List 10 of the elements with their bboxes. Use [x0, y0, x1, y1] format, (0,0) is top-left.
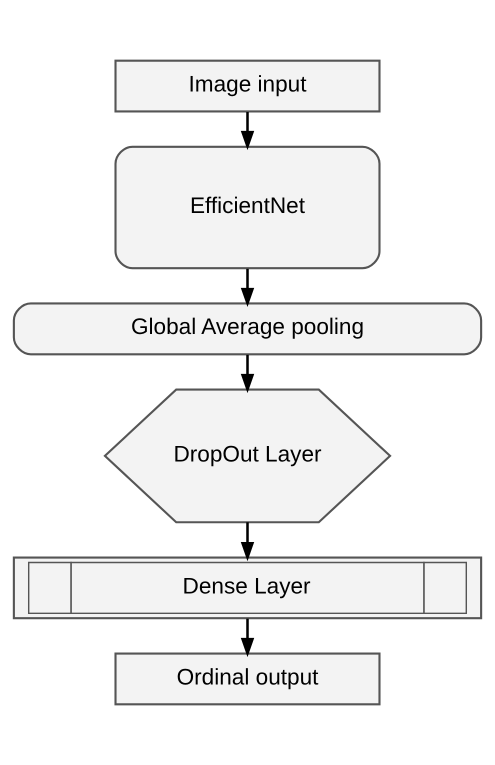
node-box: Ordinal output: [114, 652, 381, 706]
arrow: [240, 618, 254, 658]
node-box: EfficientNet: [114, 146, 381, 270]
arrow: [240, 354, 254, 394]
arrow: [240, 112, 254, 150]
node-box: Image input: [114, 60, 381, 113]
arrow: [240, 522, 254, 562]
node-box: Global Average pooling: [12, 302, 482, 356]
arrow: [240, 268, 254, 308]
node-box: Dense Layer: [12, 556, 482, 620]
